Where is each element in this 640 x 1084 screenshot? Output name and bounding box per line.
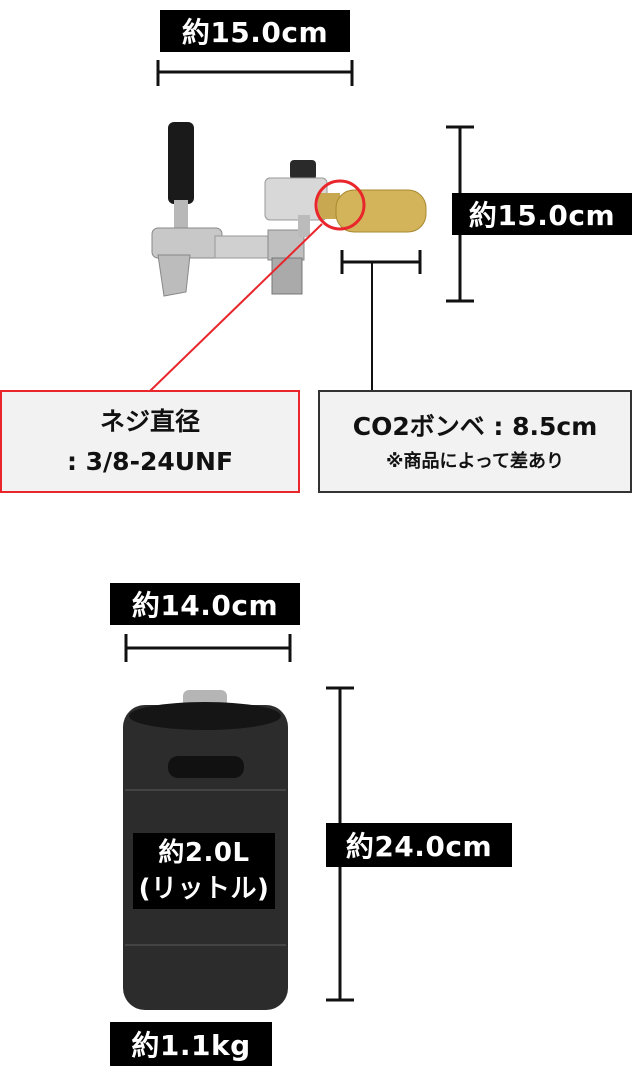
co2-dimension-line: [340, 250, 422, 274]
keg-capacity-unit: (リットル): [138, 874, 270, 904]
faucet-width-label: 約15.0cm: [160, 10, 350, 52]
keg-weight-label: 約1.1kg: [110, 1022, 272, 1066]
keg-capacity-label: 約2.0L (リットル): [133, 833, 275, 909]
faucet-width-dimension-line: [156, 60, 354, 86]
co2-cylinder-callout: CO2ボンベ : 8.5cm ※商品によって差あり: [318, 390, 632, 493]
thread-callout-leader: [149, 223, 323, 392]
keg-width-dimension-line: [124, 634, 292, 662]
keg-width-label: 約14.0cm: [110, 583, 300, 625]
thread-callout-value: : 3/8-24UNF: [66, 446, 234, 476]
thread-diameter-callout: ネジ直径 : 3/8-24UNF: [0, 390, 300, 493]
thread-callout-title: ネジ直径: [99, 406, 200, 436]
thread-highlight-circle: [314, 179, 366, 231]
faucet-height-label: 約15.0cm: [452, 193, 632, 235]
co2-callout-note: ※商品によって差あり: [385, 450, 565, 472]
co2-callout-title: CO2ボンベ : 8.5cm: [352, 411, 598, 441]
faucet-image: [151, 122, 427, 297]
keg-capacity-value: 約2.0L: [158, 838, 250, 868]
keg-height-label: 約24.0cm: [326, 823, 512, 867]
